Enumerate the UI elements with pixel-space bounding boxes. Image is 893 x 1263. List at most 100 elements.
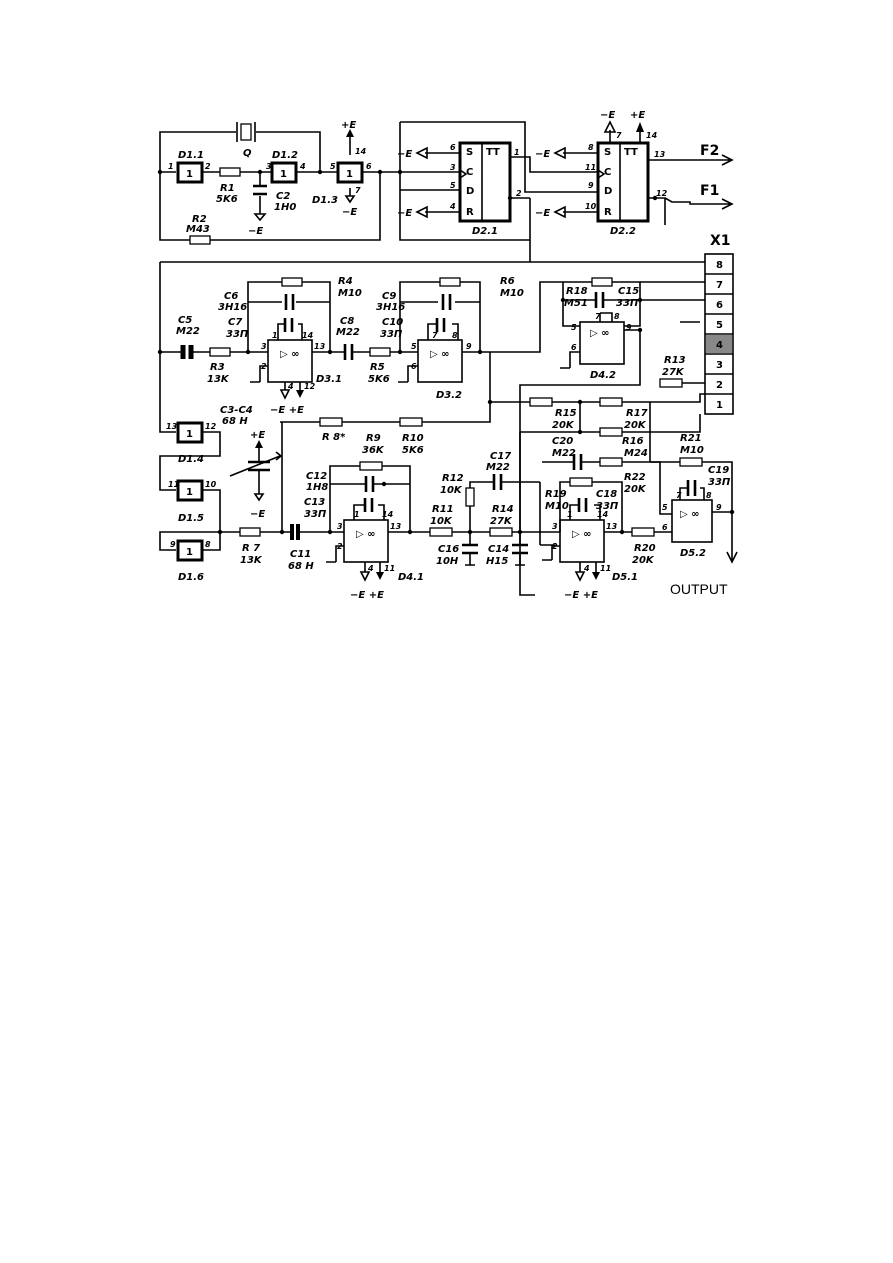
svg-text:D3.1: D3.1	[316, 374, 342, 385]
svg-text:1: 1	[186, 547, 193, 558]
resistor-r1	[219, 167, 241, 177]
svg-text:10: 10	[585, 202, 597, 211]
svg-text:2: 2	[205, 162, 211, 171]
svg-text:2: 2	[516, 189, 522, 198]
opamp-d4-2	[579, 321, 625, 365]
svg-text:R20: R20	[634, 543, 656, 554]
svg-text:R9: R9	[366, 433, 381, 444]
opamp-d3-1	[267, 339, 313, 383]
svg-text:M10: M10	[338, 288, 362, 299]
svg-text:C11: C11	[290, 549, 311, 560]
svg-text:13: 13	[606, 522, 618, 531]
svg-text:▷ ∞: ▷ ∞	[430, 349, 450, 360]
output-label: OUTPUT	[670, 581, 728, 597]
svg-text:5: 5	[330, 162, 336, 171]
resistor-r2	[189, 235, 211, 245]
gate-d1-2	[270, 161, 298, 184]
svg-text:R19: R19	[545, 489, 567, 500]
svg-text:6: 6	[411, 362, 417, 371]
svg-text:12: 12	[656, 189, 668, 198]
svg-text:7: 7	[676, 491, 682, 500]
svg-text:R1: R1	[220, 183, 235, 194]
svg-text:7: 7	[716, 280, 723, 291]
svg-text:D2.1: D2.1	[472, 226, 498, 237]
svg-text:14: 14	[382, 510, 394, 519]
svg-text:2: 2	[552, 542, 558, 551]
svg-text:C15: C15	[618, 286, 639, 297]
svg-text:D4.2: D4.2	[590, 370, 616, 381]
svg-text:M22: M22	[486, 462, 510, 473]
svg-text:2: 2	[261, 362, 267, 371]
svg-text:11: 11	[384, 564, 395, 573]
svg-text:−E: −E	[600, 110, 615, 121]
svg-text:C: C	[466, 167, 473, 178]
svg-text:M10: M10	[680, 445, 704, 456]
svg-text:▷ ∞: ▷ ∞	[572, 529, 592, 540]
svg-text:13K: 13K	[240, 555, 263, 566]
svg-text:2: 2	[716, 380, 723, 391]
svg-text:1: 1	[168, 162, 174, 171]
svg-text:5K6: 5K6	[402, 445, 424, 456]
flipflop-d2-2	[596, 141, 650, 223]
svg-text:▷ ∞: ▷ ∞	[590, 328, 610, 339]
svg-text:R21: R21	[680, 433, 702, 444]
svg-text:6: 6	[662, 523, 668, 532]
svg-text:R13: R13	[664, 355, 686, 366]
svg-text:4: 4	[299, 162, 306, 171]
svg-text:C19: C19	[708, 465, 729, 476]
svg-text:M43: M43	[186, 224, 210, 235]
svg-text:33П: 33П	[304, 509, 327, 520]
svg-text:13: 13	[314, 342, 326, 351]
svg-text:12: 12	[205, 422, 217, 431]
output-stage	[519, 402, 738, 582]
svg-text:−E +E: −E +E	[564, 590, 598, 601]
connector-name: X1	[710, 233, 731, 249]
svg-text:M24: M24	[624, 448, 648, 459]
svg-text:4: 4	[287, 382, 294, 391]
svg-text:−E: −E	[535, 208, 550, 219]
svg-text:1: 1	[346, 169, 353, 180]
svg-text:11: 11	[585, 163, 596, 172]
opamp-d5-2	[671, 499, 713, 543]
svg-text:−E: −E	[397, 208, 412, 219]
svg-text:5K6: 5K6	[216, 194, 238, 205]
svg-text:R10: R10	[402, 433, 424, 444]
svg-text:D4.1: D4.1	[398, 572, 424, 583]
svg-text:68 H: 68 H	[288, 561, 314, 572]
svg-text:8: 8	[614, 312, 620, 321]
svg-text:C10: C10	[382, 317, 403, 328]
svg-text:33П: 33П	[596, 501, 619, 512]
svg-text:9: 9	[716, 503, 722, 512]
svg-text:1: 1	[280, 169, 287, 180]
svg-text:5: 5	[411, 342, 417, 351]
svg-text:▷ ∞: ▷ ∞	[356, 529, 376, 540]
svg-text:C9: C9	[382, 291, 396, 302]
output-f1: F1	[700, 183, 719, 199]
svg-text:3: 3	[450, 163, 456, 172]
svg-text:S: S	[466, 147, 473, 158]
svg-text:D3.2: D3.2	[436, 390, 462, 401]
capacitor-c2	[253, 184, 267, 196]
svg-text:1: 1	[186, 169, 193, 180]
svg-text:R15: R15	[555, 408, 577, 419]
svg-text:7: 7	[595, 312, 601, 321]
svg-text:R 8*: R 8*	[322, 432, 346, 443]
svg-text:4: 4	[449, 202, 456, 211]
svg-text:1H8: 1H8	[306, 482, 328, 493]
svg-text:C7: C7	[228, 317, 242, 328]
svg-text:−E: −E	[248, 226, 263, 237]
svg-text:9: 9	[466, 342, 472, 351]
svg-text:R3: R3	[210, 362, 225, 373]
svg-text:5: 5	[662, 503, 668, 512]
svg-text:3: 3	[337, 522, 343, 531]
svg-text:20K: 20K	[552, 420, 575, 431]
svg-text:2: 2	[337, 542, 343, 551]
svg-text:12: 12	[304, 382, 316, 391]
svg-text:6: 6	[450, 143, 456, 152]
svg-text:+E: +E	[250, 430, 265, 441]
flipflop-d2-1	[458, 141, 512, 223]
svg-text:C13: C13	[304, 497, 325, 508]
svg-text:−E: −E	[397, 149, 412, 160]
svg-text:33П: 33П	[380, 329, 403, 340]
